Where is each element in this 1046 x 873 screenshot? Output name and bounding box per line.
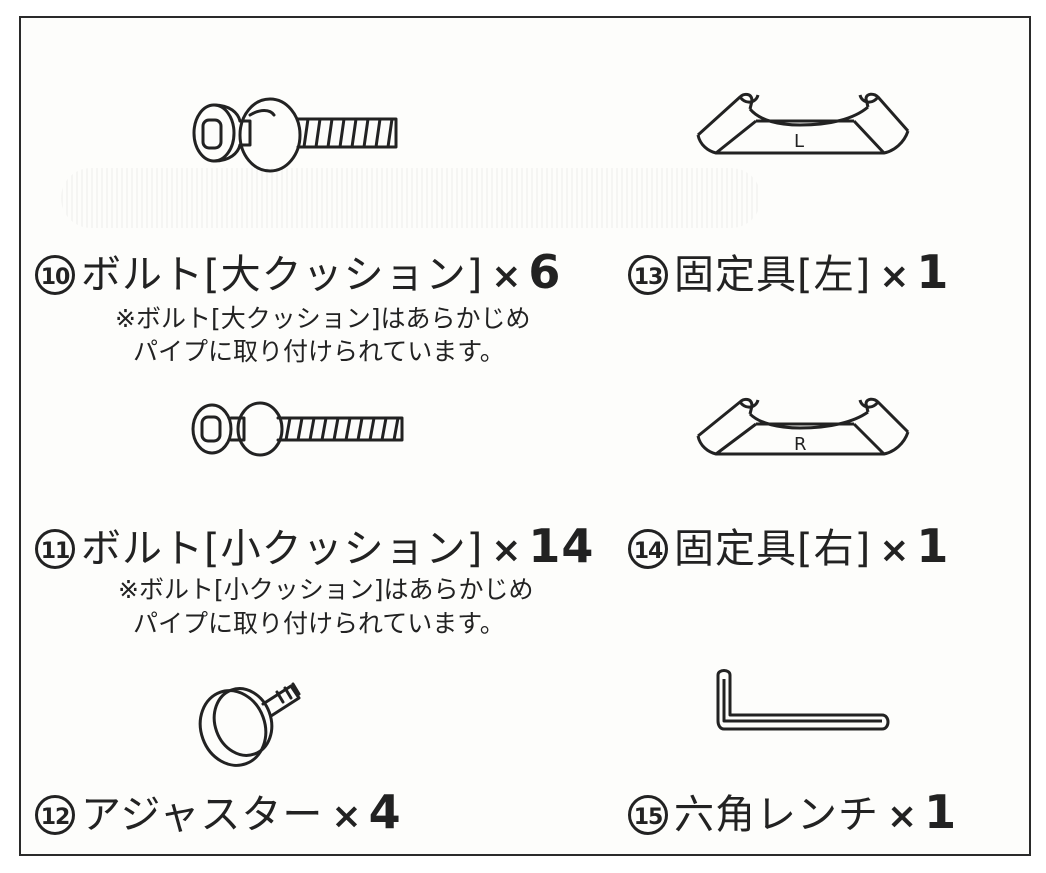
adjuster-icon (198, 682, 301, 767)
part-name: ボルト[小クッション] (81, 526, 484, 572)
parts-list-panel (19, 16, 1031, 856)
part-12-label: 12 アジャスター × 4 (35, 788, 402, 841)
part-quantity: 6 (528, 245, 562, 299)
multiply-sign: × (879, 256, 911, 297)
part-name: 固定具[右] (674, 526, 872, 572)
part-quantity: 1 (916, 519, 950, 573)
part-10-note-line2: パイプに取り付けられています。 (133, 337, 505, 366)
bolt-small-cushion-icon (191, 401, 404, 457)
part-number-badge: 12 (35, 794, 75, 835)
part-name: アジャスター (81, 792, 324, 838)
part-11-note-line2: パイプに取り付けられています。 (133, 609, 505, 638)
part-10-note-line1: ※ボルト[大クッション]はあらかじめ (115, 304, 531, 333)
multiply-sign: × (879, 530, 911, 571)
part-11-note-line1: ※ボルト[小クッション]はあらかじめ (118, 575, 534, 604)
fixture-right-mark: R (794, 434, 807, 455)
part-number-badge: 14 (628, 528, 668, 569)
part-number-badge: 15 (628, 794, 668, 835)
part-quantity: 14 (528, 519, 595, 573)
multiply-sign: × (491, 256, 523, 297)
multiply-sign: × (331, 796, 363, 837)
part-10-label: 10 ボルト[大クッション] × 6 (35, 248, 561, 301)
part-name: 固定具[左] (674, 252, 872, 298)
part-name: ボルト[大クッション] (81, 252, 484, 298)
hex-wrench-icon (716, 669, 890, 731)
part-quantity: 1 (916, 245, 950, 299)
bolt-large-cushion-icon (192, 97, 398, 173)
part-number-badge: 10 (35, 254, 75, 295)
part-quantity: 1 (924, 785, 958, 839)
part-13-label: 13 固定具[左] × 1 (628, 248, 949, 301)
part-11-label: 11 ボルト[小クッション] × 14 (35, 522, 594, 575)
part-name: 六角レンチ (674, 792, 879, 838)
multiply-sign: × (491, 530, 523, 571)
multiply-sign: × (887, 796, 919, 837)
fixture-right-icon: R (696, 397, 910, 456)
part-quantity: 4 (368, 785, 402, 839)
part-15-label: 15 六角レンチ × 1 (628, 788, 957, 841)
fixture-left-icon: L (696, 92, 910, 155)
part-14-label: 14 固定具[右] × 1 (628, 522, 949, 575)
scan-noise (61, 168, 761, 228)
fixture-left-mark: L (794, 131, 804, 152)
part-number-badge: 11 (35, 528, 75, 569)
part-number-badge: 13 (628, 254, 668, 295)
